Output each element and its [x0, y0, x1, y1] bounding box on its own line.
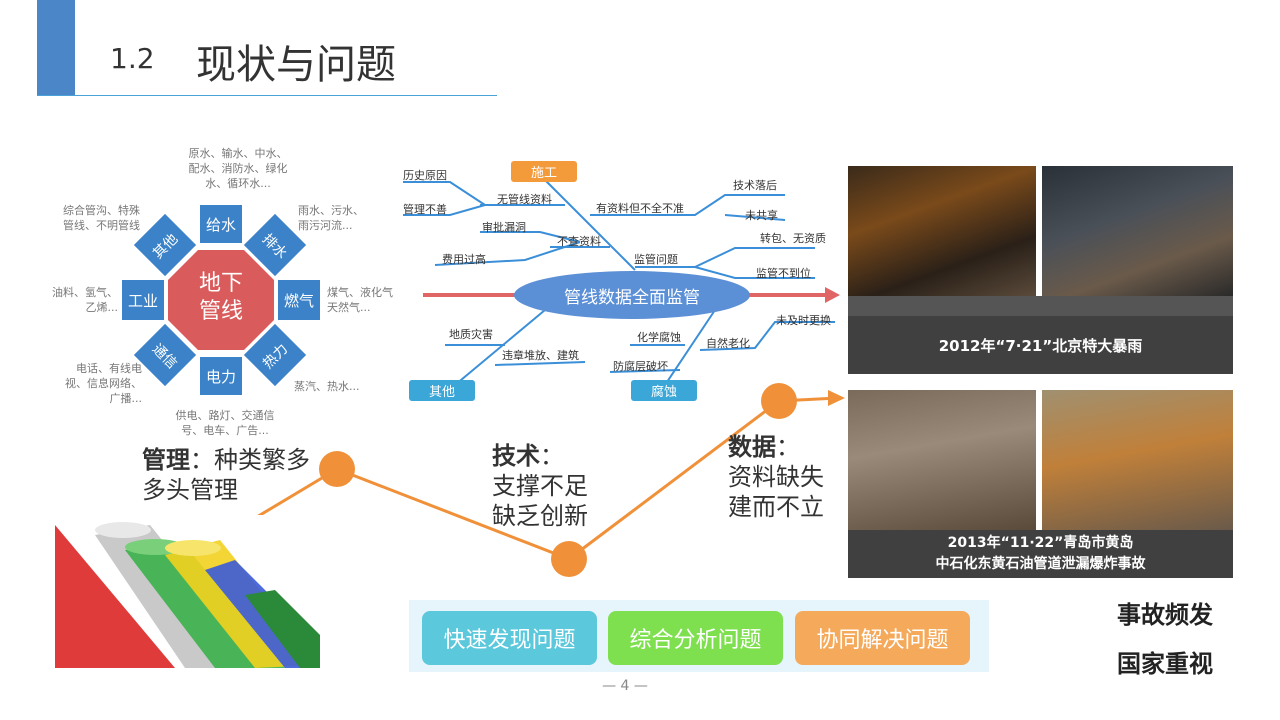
annot-other: 综合管沟、特殊 管线、不明管线	[63, 204, 140, 232]
tag-corrosion: 腐蚀	[631, 380, 697, 401]
annot-water-supply: 原水、输水、中水、 配水、消防水、绿化 水、循环水...	[188, 147, 288, 190]
octagon-seg-power: 电力	[200, 357, 242, 395]
mm-illegal: 违章堆放、建筑	[502, 349, 579, 362]
octagon-center	[168, 250, 274, 350]
caption-qingdao: 2013年“11·22”青岛市黄岛 中石化东黄石油管道泄漏爆炸事故	[848, 530, 1233, 578]
tag-construction: 施工	[511, 161, 577, 182]
mm-no-data: 无管线资料	[497, 193, 552, 206]
annot-drainage: 雨水、污水、 雨污河流...	[298, 204, 364, 232]
title-underline	[37, 95, 497, 96]
photo-qingdao-2	[1042, 390, 1233, 530]
mm-not-in-place: 监管不到位	[756, 267, 811, 280]
annot-gas: 煤气、液化气 天然气...	[327, 286, 393, 314]
mm-no-check: 不查资料	[557, 235, 601, 248]
side-text-accidents: 事故频发	[1117, 601, 1213, 629]
mm-natural-aging: 自然老化	[706, 337, 750, 350]
mm-tech-lag: 技术落后	[733, 179, 777, 192]
mm-subcontract: 转包、无资质	[760, 232, 826, 245]
photo-beijing-flood-1	[848, 166, 1036, 296]
mm-supervision: 监管问题	[634, 253, 678, 266]
tag-other: 其他	[409, 380, 475, 401]
mindmap-center: 管线数据全面监管	[564, 288, 700, 308]
point-data: 数据： 资料缺失 建而不立	[728, 433, 824, 521]
octagon-seg-gas: 燃气	[278, 280, 320, 320]
point-management: 管理：种类繁多 多头管理	[142, 446, 310, 504]
annot-power: 供电、路灯、交通信 号、电车、广告...	[175, 409, 275, 437]
annot-heat: 蒸汽、热水...	[294, 380, 360, 393]
mm-coating: 防腐层破坏	[613, 360, 668, 373]
octagon-seg-water-supply: 给水	[200, 205, 242, 243]
mm-incomplete: 有资料但不全不准	[596, 202, 684, 215]
mm-poor-mgmt: 管理不善	[403, 203, 447, 216]
photo-strip-1	[848, 296, 1233, 316]
mm-cost: 费用过高	[442, 253, 486, 266]
annot-telecom: 电话、有线电 视、信息网络、 广播...	[65, 362, 142, 405]
title-accent-bar	[37, 0, 75, 96]
octagon-center-label: 地下 管线	[198, 271, 243, 324]
section-number: 1.2	[110, 42, 155, 75]
mm-disaster: 地质灾害	[449, 328, 493, 341]
point-technology: 技术： 支撑不足 缺乏创新	[492, 442, 588, 530]
analyze-problems-button[interactable]: 综合分析问题	[608, 611, 783, 665]
mm-not-replaced: 未及时更换	[776, 314, 831, 327]
mindmap-lines	[403, 179, 840, 386]
mm-chemical: 化学腐蚀	[637, 331, 681, 344]
photo-qingdao-1	[848, 390, 1036, 530]
mm-not-shared: 未共享	[745, 209, 778, 222]
mm-approval: 审批漏洞	[482, 221, 526, 234]
pipes-illustration	[55, 515, 320, 668]
trend-dot-data	[761, 383, 797, 419]
mm-history: 历史原因	[403, 169, 447, 182]
octagon-seg-industry: 工业	[122, 280, 164, 320]
page-number: — 4 —	[602, 678, 648, 694]
side-text-attention: 国家重视	[1117, 650, 1213, 678]
page-title: 现状与问题	[196, 42, 396, 88]
trend-dot-technology	[551, 541, 587, 577]
annot-industry: 油料、氢气、 乙烯...	[52, 286, 118, 314]
trend-dot-management	[319, 451, 355, 487]
caption-beijing: 2012年“7·21”北京特大暴雨	[848, 316, 1233, 374]
solve-problems-button[interactable]: 协同解决问题	[795, 611, 970, 665]
discover-problems-button[interactable]: 快速发现问题	[422, 611, 597, 665]
photo-beijing-flood-2	[1042, 166, 1233, 296]
